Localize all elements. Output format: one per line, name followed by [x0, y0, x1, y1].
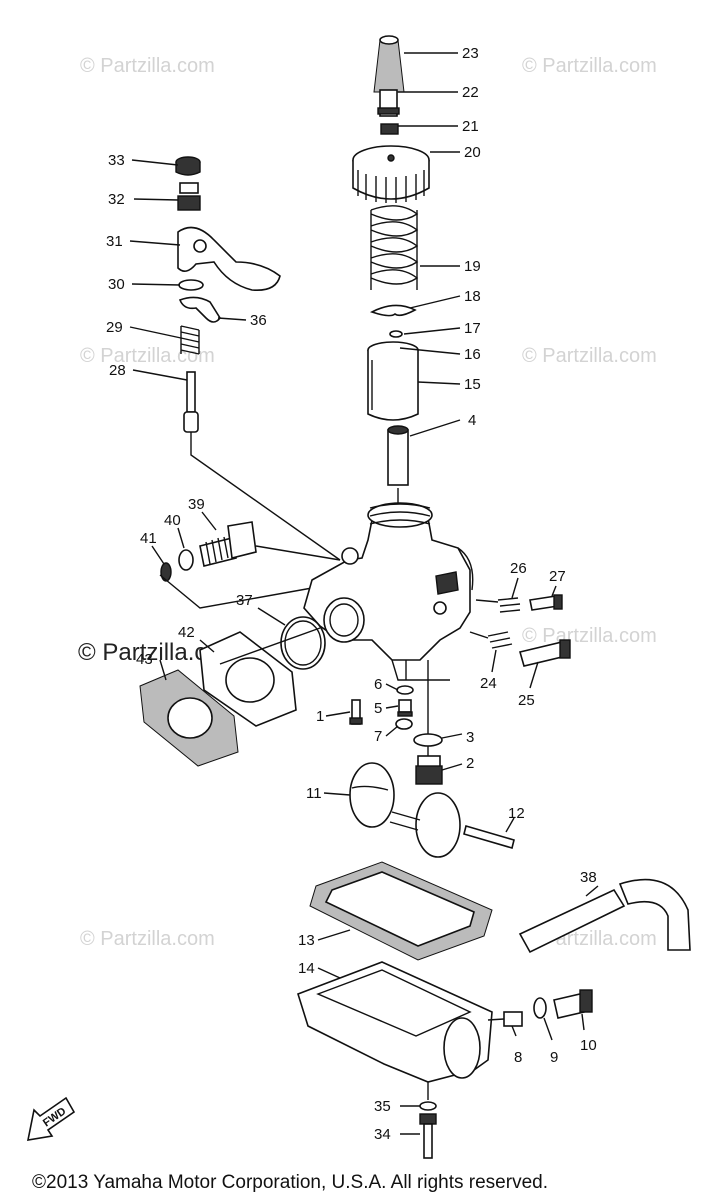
part-39-bolt [199, 521, 257, 567]
callout-24: 24 [480, 675, 497, 692]
part-5-jet [397, 699, 413, 717]
part-10-drain-screw [553, 989, 593, 1019]
part-19-spring [370, 205, 419, 290]
part-28-starter-plunger [183, 371, 341, 561]
part-24-spring [487, 631, 513, 649]
callout-leaders [129, 52, 599, 1135]
callout-37: 37 [236, 592, 253, 609]
part-40-washer [178, 549, 194, 571]
callout-2: 2 [466, 755, 474, 772]
callout-6: 6 [374, 676, 382, 693]
callout-40: 40 [164, 512, 181, 529]
part-18-plate [369, 304, 417, 317]
part-38-hose [518, 878, 691, 954]
watermark: © Partzilla.com [522, 345, 657, 367]
part-30-washer [178, 279, 204, 291]
part-13-gasket [309, 861, 493, 961]
callout-19: 19 [464, 258, 481, 275]
part-37-o-ring [280, 616, 326, 670]
callout-22: 22 [462, 84, 479, 101]
callout-36: 36 [250, 312, 267, 329]
callout-23: 23 [462, 45, 479, 62]
callout-38: 38 [580, 869, 597, 886]
part-34-screw [419, 1113, 437, 1159]
part-6-ring [396, 685, 414, 695]
callout-18: 18 [464, 288, 481, 305]
callout-42: 42 [178, 624, 195, 641]
part-23-cap [373, 35, 405, 93]
part-14-float-chamber [297, 961, 493, 1100]
part-9-washer [533, 997, 547, 1019]
callout-13: 13 [298, 932, 315, 949]
part-35-washer [419, 1101, 437, 1111]
callout-20: 20 [464, 144, 481, 161]
watermark: © Partzilla.com [522, 55, 657, 77]
part-17-clip [389, 330, 403, 338]
callout-17: 17 [464, 320, 481, 337]
callout-1: 1 [316, 708, 324, 725]
part-33-cap [175, 156, 201, 176]
copyright-text: ©2013 Yamaha Motor Corporation, U.S.A. A… [32, 1172, 548, 1193]
part-31-starter-lever [177, 226, 281, 292]
callout-5: 5 [374, 700, 382, 717]
callout-32: 32 [108, 191, 125, 208]
carburetor-body [303, 502, 474, 681]
callout-14: 14 [298, 960, 315, 977]
callout-30: 30 [108, 276, 125, 293]
callout-11: 11 [306, 785, 322, 802]
callout-16: 16 [464, 346, 481, 363]
part-21-nut [380, 123, 399, 135]
part-20-mixing-chamber-top [352, 145, 430, 203]
part-25-throttle-screw [469, 631, 571, 667]
part-32-plunger-nut [177, 182, 201, 211]
part-41-washer [160, 562, 172, 582]
part-1-screw [349, 699, 363, 725]
callout-8: 8 [514, 1049, 522, 1066]
part-36-lever-plate [178, 296, 221, 323]
part-15-throttle-valve [367, 341, 419, 421]
callout-10: 10 [580, 1037, 597, 1054]
part-12-float-pin [463, 824, 515, 850]
callout-3: 3 [466, 729, 474, 746]
callout-41: 41 [140, 530, 157, 547]
callout-43: 43 [136, 651, 153, 668]
watermark: © Partzilla.com [80, 928, 215, 950]
part-3-washer [413, 733, 443, 747]
part-22-adjuster [377, 89, 400, 117]
part-11-float [349, 762, 461, 858]
callout-12: 12 [508, 805, 525, 822]
callout-15: 15 [464, 376, 481, 393]
callout-7: 7 [374, 728, 382, 745]
callout-numbers: 23 22 21 20 19 18 17 16 15 4 33 32 31 30… [106, 45, 597, 1143]
fwd-arrow-icon: FWD [26, 1096, 76, 1141]
callout-21: 21 [462, 118, 479, 135]
callout-26: 26 [510, 560, 527, 577]
part-8-bolt [487, 1011, 523, 1027]
part-26-spring [497, 597, 521, 613]
part-2-needle-valve-seat [415, 755, 443, 785]
callout-29: 29 [106, 319, 123, 336]
callout-25: 25 [518, 692, 535, 709]
callout-35: 35 [374, 1098, 391, 1115]
part-29-spring [180, 325, 200, 355]
callout-4: 4 [468, 412, 476, 429]
callout-27: 27 [549, 568, 566, 585]
callout-28: 28 [109, 362, 126, 379]
part-7-washer [395, 718, 413, 730]
watermark: © Partzilla.com [522, 625, 657, 647]
part-42-insulator [199, 631, 297, 727]
watermark: © Partzilla.com [80, 55, 215, 77]
watermark: © Partzilla.com [80, 345, 215, 367]
callout-39: 39 [188, 496, 205, 513]
callout-34: 34 [374, 1126, 391, 1143]
part-27-pilot-screw [475, 594, 563, 611]
callout-33: 33 [108, 152, 125, 169]
callout-31: 31 [106, 233, 123, 250]
part-43-gasket [139, 669, 239, 767]
callout-9: 9 [550, 1049, 558, 1066]
